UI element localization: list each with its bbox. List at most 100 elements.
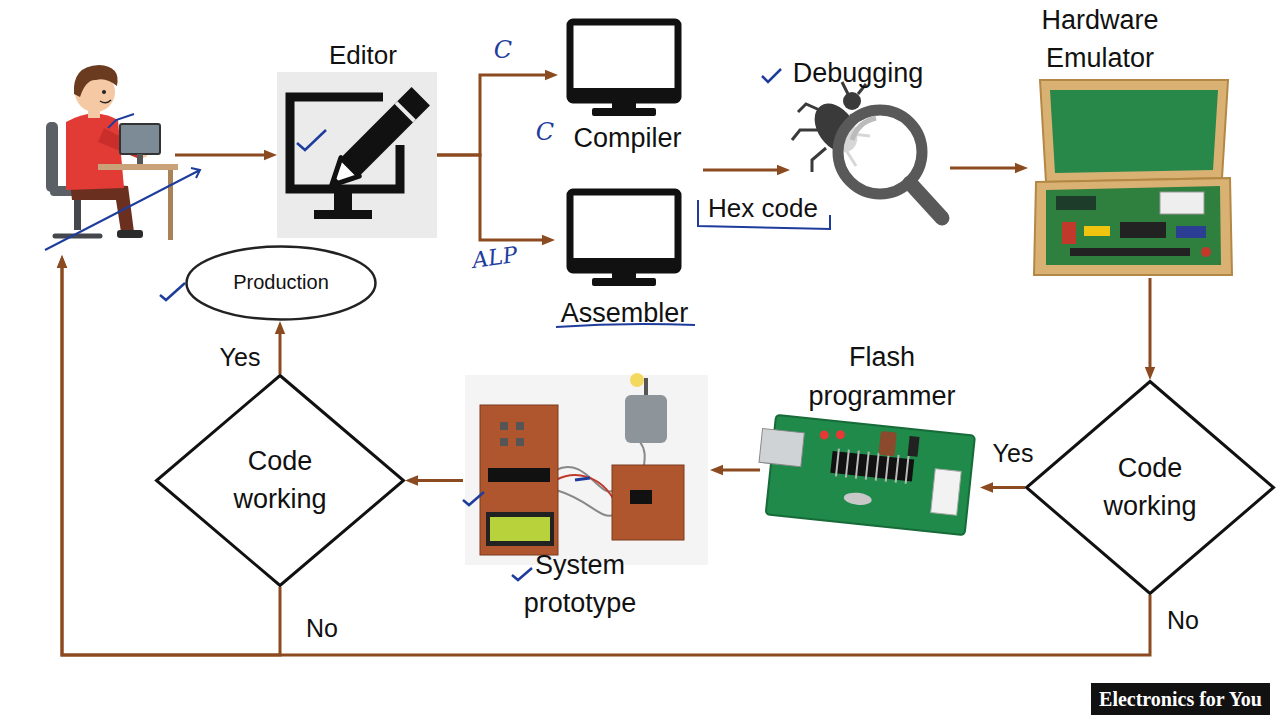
node-text: System prototype [500,546,660,622]
emulator-step: Hardware Emulator [1028,0,1240,278]
shoe [117,230,143,238]
flow-arrow [437,155,550,240]
desk-leg [168,170,173,240]
flash-programmer-step: Flash programmer [760,338,980,548]
desk-top [98,164,178,170]
led [819,430,829,440]
lcd-frame [486,512,554,546]
watermark: Electronics for You [1091,683,1270,715]
smile [100,100,111,103]
chip-pins [836,449,909,484]
component [1201,247,1211,257]
decision-diamond: Code working [155,374,405,587]
eye [102,90,106,94]
node-text: Code working [1080,449,1220,525]
chair-back [46,122,58,192]
trainer-board [1046,186,1221,265]
compiler-step: Compiler [558,15,703,175]
emulator-kit [1034,80,1232,275]
node-text: Assembler [552,298,697,328]
push-button [516,438,524,446]
handwritten-note: C [494,36,512,65]
pen-check [297,130,326,150]
decision-shape [157,376,404,586]
branch-label: No [306,613,338,643]
node-text: Compiler [555,123,700,153]
flow-arrow [715,469,760,472]
led [835,430,845,440]
decision-diamond: Code working [1025,380,1275,595]
prototype-step: System prototype [463,372,710,617]
node-text: Editor [283,40,443,70]
pencil-band [396,103,414,121]
node-text: Flash programmer [797,338,967,416]
push-button [500,438,508,446]
monitor-base [592,108,656,116]
diamond-outline [155,374,405,587]
component [1084,226,1110,236]
connector-strip [1070,248,1190,256]
compiler-monitor [570,22,678,116]
edge-label: Hex code [708,193,818,224]
pen-check [160,283,185,300]
flow-arrow [437,75,553,155]
flow-arrow [279,326,282,374]
case-base [1034,178,1232,275]
bug-head [843,92,861,110]
flow-arrow [950,167,1023,170]
diamond-outline [1025,380,1275,595]
dc-motor [625,395,667,443]
usb-connector [759,429,804,467]
handwritten-note: ALP [471,242,519,274]
production-terminal: Production [185,245,377,321]
case-lid [1040,80,1228,182]
branch-label: No [1167,605,1199,635]
hair [74,65,118,97]
pen-mark [575,478,590,480]
node-text: Debugging [778,57,938,89]
controller-pcb [480,405,558,555]
decision-shape [1027,382,1274,594]
pen-check [512,568,532,580]
flow-arrow [410,479,463,482]
pencil-tip [322,158,359,195]
microcontroller [488,468,550,482]
photo-background [465,375,708,565]
monitor-base [592,278,656,286]
monitor-frame [570,22,678,100]
node-text: Hardware Emulator [1020,1,1180,77]
component [1062,222,1076,244]
lcd-screen [490,517,550,541]
driver-chip [630,490,652,504]
monitor-bezel [570,88,678,100]
pen-check [463,492,484,505]
push-button [516,422,524,430]
zif-socket [1160,192,1204,214]
monitor-bezel [570,258,678,270]
editor-step: Editor [277,38,437,238]
flow-arrow [175,154,272,157]
lid-lining [1050,90,1218,173]
jumper [908,436,920,457]
node-text: Code working [210,442,350,518]
wires [556,475,614,500]
pen-mark [108,114,134,128]
pencil-lead [329,177,340,188]
capacitor [878,431,896,457]
flow-arrow [62,260,280,655]
crystal [843,491,872,506]
driver-pcb [612,465,684,540]
shirt [66,113,124,190]
handwritten-note: C [536,118,554,147]
pen-check [762,69,781,82]
cursor-highlight [630,373,644,387]
monitor-stand [137,154,143,164]
monitor-neck [612,270,636,279]
icon-background [277,72,437,238]
header-connector [931,469,961,515]
